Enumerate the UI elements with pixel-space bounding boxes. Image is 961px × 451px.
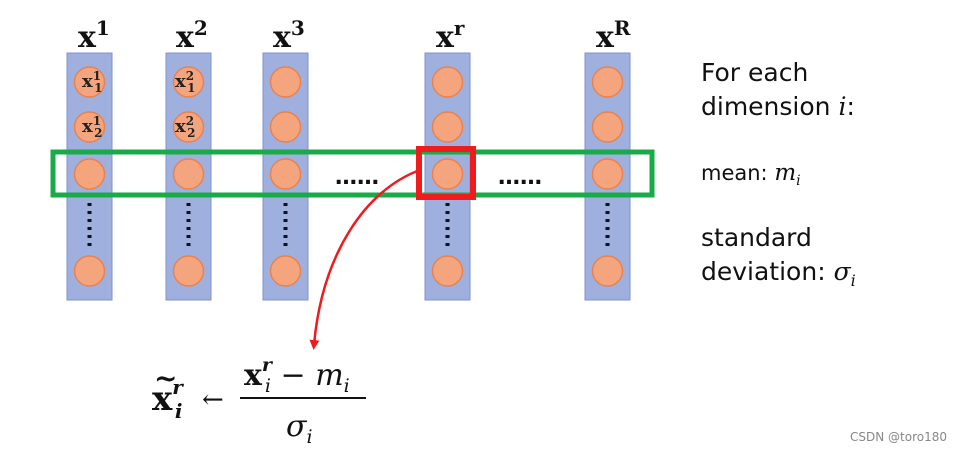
- entry-circle-5-2: [591, 111, 624, 143]
- col-title-R: xR: [596, 16, 631, 55]
- entry-circle-2-1: [172, 66, 205, 98]
- formula-arrow: ←: [202, 385, 224, 415]
- feature-columns: [66, 52, 631, 301]
- entry-circle-4-1: [431, 66, 464, 98]
- ellipsis-left: ……: [335, 165, 379, 190]
- entry-circle-4-2: [431, 111, 464, 143]
- entry-circle-3-4: [269, 255, 302, 287]
- for-each-text: For each: [701, 58, 808, 87]
- entry-circle-5-4: [591, 255, 624, 287]
- entry-circle-2-3: [172, 158, 205, 190]
- standard-text: standard: [701, 223, 812, 252]
- selected-cell-highlight: [416, 146, 476, 200]
- entry-circle-1-1: [73, 66, 106, 98]
- entry-circle-4-4: [431, 255, 464, 287]
- col-title-3: x3: [273, 16, 305, 55]
- mapping-arrow: [309, 168, 421, 350]
- mean-text: mean: mi: [701, 160, 801, 189]
- entry-circle-1-3: [73, 158, 106, 190]
- deviation-text: deviation: σi: [701, 257, 856, 290]
- ellipsis-right: ……: [498, 165, 542, 190]
- formula-denominator: σi: [286, 409, 313, 448]
- entry-circle-2-4: [172, 255, 205, 287]
- entry-circle-5-3: [591, 158, 624, 190]
- col-title-1: x1: [78, 16, 110, 55]
- entry-circle-2-2: [172, 111, 205, 143]
- entry-circle-1-2: [73, 111, 106, 143]
- dimension-row-highlight: [50, 149, 655, 198]
- col-title-r: xr: [436, 16, 465, 55]
- col-title-2: x2: [176, 16, 208, 55]
- dimension-text: dimension i:: [701, 92, 855, 121]
- watermark: CSDN @toro180: [850, 430, 947, 444]
- entry-circle-5-1: [591, 66, 624, 98]
- entry-circle-4-3: [431, 158, 464, 190]
- entry-circle-3-3: [269, 158, 302, 190]
- entry-circle-3-1: [269, 66, 302, 98]
- entry-circle-1-4: [73, 255, 106, 287]
- formula-lhs-tilde: ~: [154, 362, 177, 395]
- entry-circle-3-2: [269, 111, 302, 143]
